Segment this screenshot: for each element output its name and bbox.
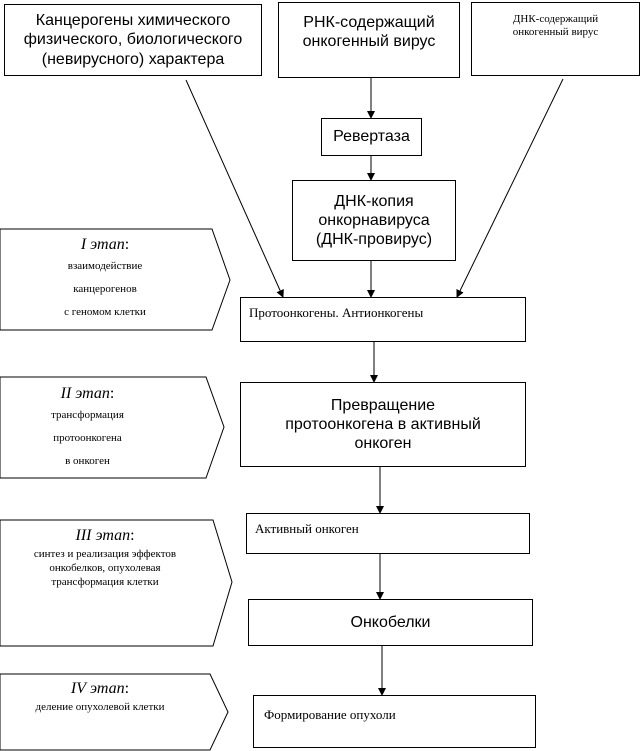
stage-4-pointer xyxy=(0,673,229,751)
protooncogenes-box: Протоонкогены. Антионкогены xyxy=(240,297,526,342)
stage-3-line-3: трансформация клетки xyxy=(51,576,159,589)
stage-1-title: I этап: xyxy=(80,236,130,253)
stage-4-line-1: деление опухолевой клетки xyxy=(35,700,165,713)
stage-2-title: II этап: xyxy=(60,385,115,402)
stage-3-line-1: синтез и реализация эффектов xyxy=(33,547,177,560)
transformation-line-3: онкоген xyxy=(354,435,412,453)
dna-copy-line-3: (ДНК-провирус) xyxy=(315,231,433,249)
stage-3-line-2: онкобелков, опухолевая xyxy=(49,562,161,575)
active-oncogene-box: Активный онкоген xyxy=(246,513,530,554)
stage-2-line-2: протоонкогена xyxy=(53,431,122,444)
dna-virus-line-2: онкогенный вирус xyxy=(512,26,599,39)
revertase-box: Ревертаза xyxy=(321,118,422,156)
stage-2-pointer xyxy=(0,376,225,479)
tumor-formation-box: Формирование опухоли xyxy=(253,695,536,748)
active-oncogene-label: Активный онкоген xyxy=(255,521,359,536)
stage-2-label: II этап: трансформация протоонкогена в о… xyxy=(0,382,175,470)
dna-copy-line-2: онкорнавируса xyxy=(318,211,430,229)
rna-virus-box: РНК-содержащий онкогенный вирус xyxy=(278,2,460,78)
stage-1-pointer xyxy=(0,228,231,331)
transformation-box: Превращение протоонкогена в активный онк… xyxy=(240,382,526,467)
dna-copy-line-1: ДНК-копия xyxy=(334,192,414,210)
arrow-carcinogens-to-protooncogenes xyxy=(185,79,284,298)
stage-3-pointer xyxy=(0,519,233,647)
stage-2-line-3: в онкоген xyxy=(65,454,110,467)
revertase-label: Ревертаза xyxy=(333,128,410,146)
carcinogens-line-2: физического, биологического xyxy=(23,31,243,49)
tumor-formation-label: Формирование опухоли xyxy=(264,707,396,722)
transformation-line-1: Превращение xyxy=(330,396,436,414)
stage-1-label: I этап: взаимодействие канцерогенов с ге… xyxy=(0,233,210,321)
dna-virus-line-1: ДНК-содержащий xyxy=(512,13,599,25)
stage-1-line-2: канцерогенов xyxy=(73,282,137,295)
stage-3-label: III этап: синтез и реализация эффектов о… xyxy=(0,526,210,590)
carcinogens-line-3: (невирусного) характера xyxy=(41,50,225,68)
arrow-dna-virus-to-protooncogenes xyxy=(456,78,564,298)
stage-3-title: III этап: xyxy=(75,527,135,544)
stage-4-title: IV этап: xyxy=(70,680,130,697)
rna-virus-line-2: онкогенный вирус xyxy=(302,33,436,51)
carcinogens-line-1: Канцерогены химического xyxy=(35,12,231,30)
stage-4-label: IV этап: деление опухолевой клетки xyxy=(0,679,200,714)
stage-1-line-3: с геномом клетки xyxy=(64,305,146,318)
transformation-line-2: протоонкогена в активный xyxy=(285,415,481,433)
stage-2-line-1: трансформация xyxy=(51,408,124,421)
dna-copy-box: ДНК-копия онкорнавируса (ДНК-провирус) xyxy=(292,180,456,261)
oncoproteins-box: Онкобелки xyxy=(248,599,533,646)
protooncogenes-label: Протоонкогены. Антионкогены xyxy=(249,305,424,320)
rna-virus-line-1: РНК-содержащий xyxy=(303,14,435,31)
carcinogens-box: Канцерогены химического физического, био… xyxy=(4,4,262,76)
stage-1-line-1: взаимодействие xyxy=(67,259,143,272)
oncoproteins-label: Онкобелки xyxy=(350,613,431,631)
dna-virus-box: ДНК-содержащий онкогенный вирус xyxy=(471,2,640,76)
